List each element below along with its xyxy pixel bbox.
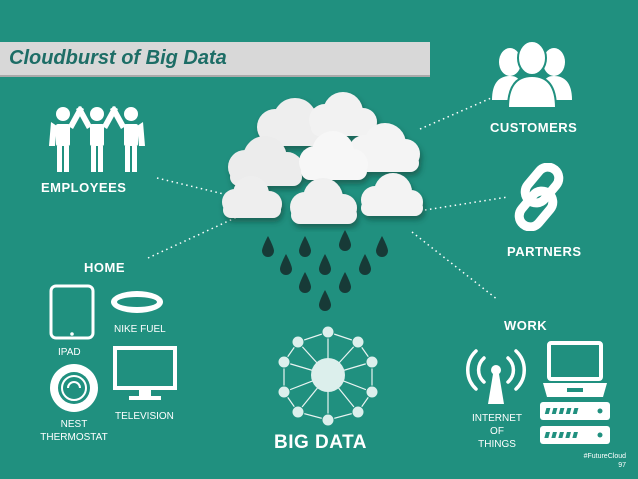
footer: #FutureCloud 97 <box>560 452 626 470</box>
employees-label: EMPLOYEES <box>41 180 127 195</box>
chain-link-icon <box>514 163 564 231</box>
connector-customers <box>419 91 506 130</box>
cloud-icon <box>348 123 420 172</box>
slide-title: Cloudburst of Big Data <box>9 47 227 69</box>
laptop-icon <box>543 341 607 397</box>
partners-label: PARTNERS <box>507 244 582 259</box>
raindrop-icon <box>319 290 331 311</box>
page-number: 97 <box>618 462 626 469</box>
ipad-label: IPAD <box>58 347 81 358</box>
customers-icon <box>492 40 572 108</box>
network-node-icon <box>277 325 379 427</box>
thermostat-icon <box>50 364 98 412</box>
cloud-cluster-icon <box>222 92 423 224</box>
work-label: WORK <box>504 318 548 333</box>
fuel-band-icon <box>111 291 163 313</box>
tablet-icon <box>49 284 95 340</box>
footer-hashtag: #FutureCloud <box>583 453 626 460</box>
big-data-label: BIG DATA <box>274 432 368 453</box>
cloud-icon <box>309 92 377 136</box>
raindrop-icon <box>339 230 351 251</box>
nike-fuel-label: NIKE FUEL <box>114 324 166 335</box>
nest-label-line2: THERMOSTAT <box>40 432 108 443</box>
raindrop-icon <box>280 254 292 275</box>
raindrop-icon <box>262 236 274 257</box>
raindrop-icon <box>299 236 311 257</box>
internet-of-things-label: INTERNET OF THINGS <box>470 412 524 451</box>
raindrop-icon <box>319 254 331 275</box>
customers-label: CUSTOMERS <box>490 120 578 135</box>
television-icon <box>113 346 177 400</box>
employees-icon <box>49 106 145 172</box>
connector-home <box>147 211 249 259</box>
cloud-icon <box>361 173 423 216</box>
nest-label-line1: NEST <box>60 419 88 430</box>
cloud-icon <box>290 178 357 224</box>
iot-label-line2: OF THINGS <box>478 426 516 450</box>
wireless-antenna-icon <box>466 349 526 404</box>
title-banner: Cloudburst of Big Data <box>0 42 430 77</box>
nest-thermostat-label: NEST THERMOSTAT <box>36 418 112 444</box>
server-rack-icon <box>540 402 610 444</box>
raindrop-icon <box>376 236 388 257</box>
raindrop-icon <box>359 254 371 275</box>
raindrop-icon <box>299 272 311 293</box>
connector-partners <box>424 196 509 211</box>
home-label: HOME <box>84 260 125 275</box>
television-label: TELEVISION <box>115 411 174 422</box>
iot-label-line1: INTERNET <box>472 413 522 424</box>
raindrop-icon <box>339 272 351 293</box>
cloud-icon <box>222 176 282 218</box>
connector-work <box>411 231 499 301</box>
cloud-icon <box>299 131 368 180</box>
